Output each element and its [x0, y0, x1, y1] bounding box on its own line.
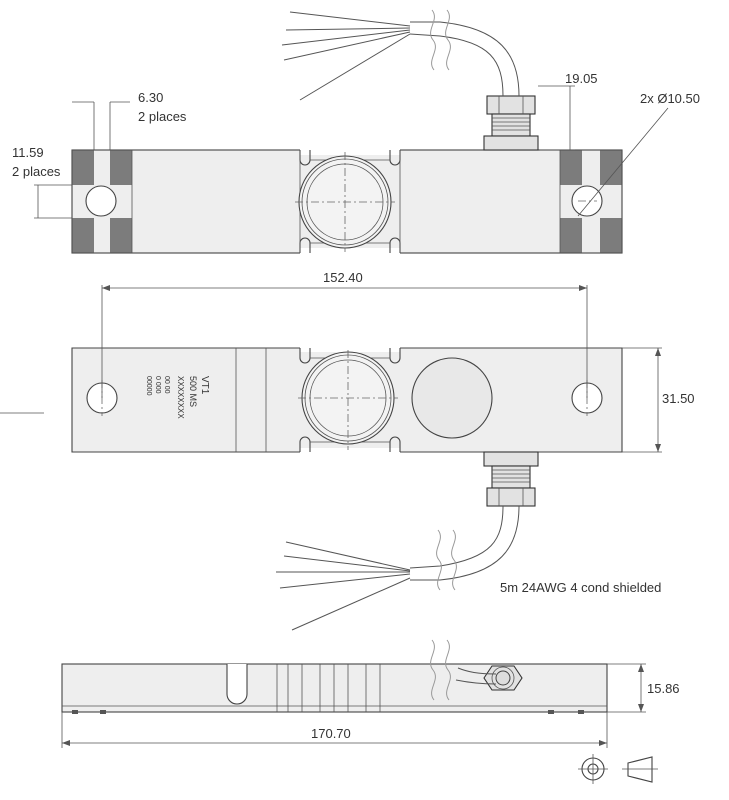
cable-gland-side	[483, 665, 523, 691]
gauge-cover-circle	[411, 357, 493, 439]
slot-height-value: 11.59	[12, 145, 44, 160]
label-line-6: 00000	[145, 376, 152, 396]
dim-hole-diameter: 2x Ø10.50	[577, 91, 700, 217]
cable-gland-front	[483, 451, 539, 507]
left-mounting-hole-top	[85, 185, 117, 217]
dim-hole-spacing: 152.40	[101, 270, 588, 398]
label-line-4: 00 00	[163, 376, 170, 394]
label-line-model: VT1	[199, 376, 210, 395]
top-view	[71, 9, 623, 256]
label-marking: VT1 500 MS XXXXXXXX 00 00 0 000 00000	[145, 376, 210, 419]
right-mounting-hole-top	[571, 185, 603, 217]
left-slot-hatching	[72, 150, 132, 253]
cable-note: 5m 24AWG 4 cond shielded	[500, 580, 661, 595]
slot-width-value: 6.30	[138, 90, 163, 105]
width-value: 31.50	[662, 391, 695, 406]
dim-cable-offset: 19.05	[538, 71, 598, 151]
hole-diameter-value: 2x Ø10.50	[640, 91, 700, 106]
dim-length: 170.70	[61, 712, 608, 748]
height-value: 15.86	[647, 681, 680, 696]
label-line-serial: XXXXXXXX	[176, 376, 185, 419]
cable-gland-top	[483, 95, 539, 151]
dim-height: 15.86	[607, 663, 680, 713]
length-value: 170.70	[311, 726, 351, 741]
dim-slot-height: 11.59 2 places	[12, 145, 72, 219]
front-view: VT1 500 MS XXXXXXXX 00 00 0 000 00000	[71, 344, 623, 631]
side-view	[61, 639, 608, 714]
slot-width-note: 2 places	[138, 109, 187, 124]
label-line-5: 0 000	[154, 376, 161, 394]
cable-offset-value: 19.05	[565, 71, 598, 86]
first-angle-projection-circle-icon	[578, 754, 608, 784]
label-line-capacity: 500 MS	[188, 376, 198, 407]
slot-height-note: 2 places	[12, 164, 61, 179]
dim-slot-width: 6.30 2 places	[72, 90, 187, 150]
hole-spacing-value: 152.40	[323, 270, 363, 285]
dim-width: 31.50	[622, 347, 695, 453]
right-slot-hatching	[560, 150, 622, 253]
first-angle-projection-cone-icon	[622, 756, 658, 783]
